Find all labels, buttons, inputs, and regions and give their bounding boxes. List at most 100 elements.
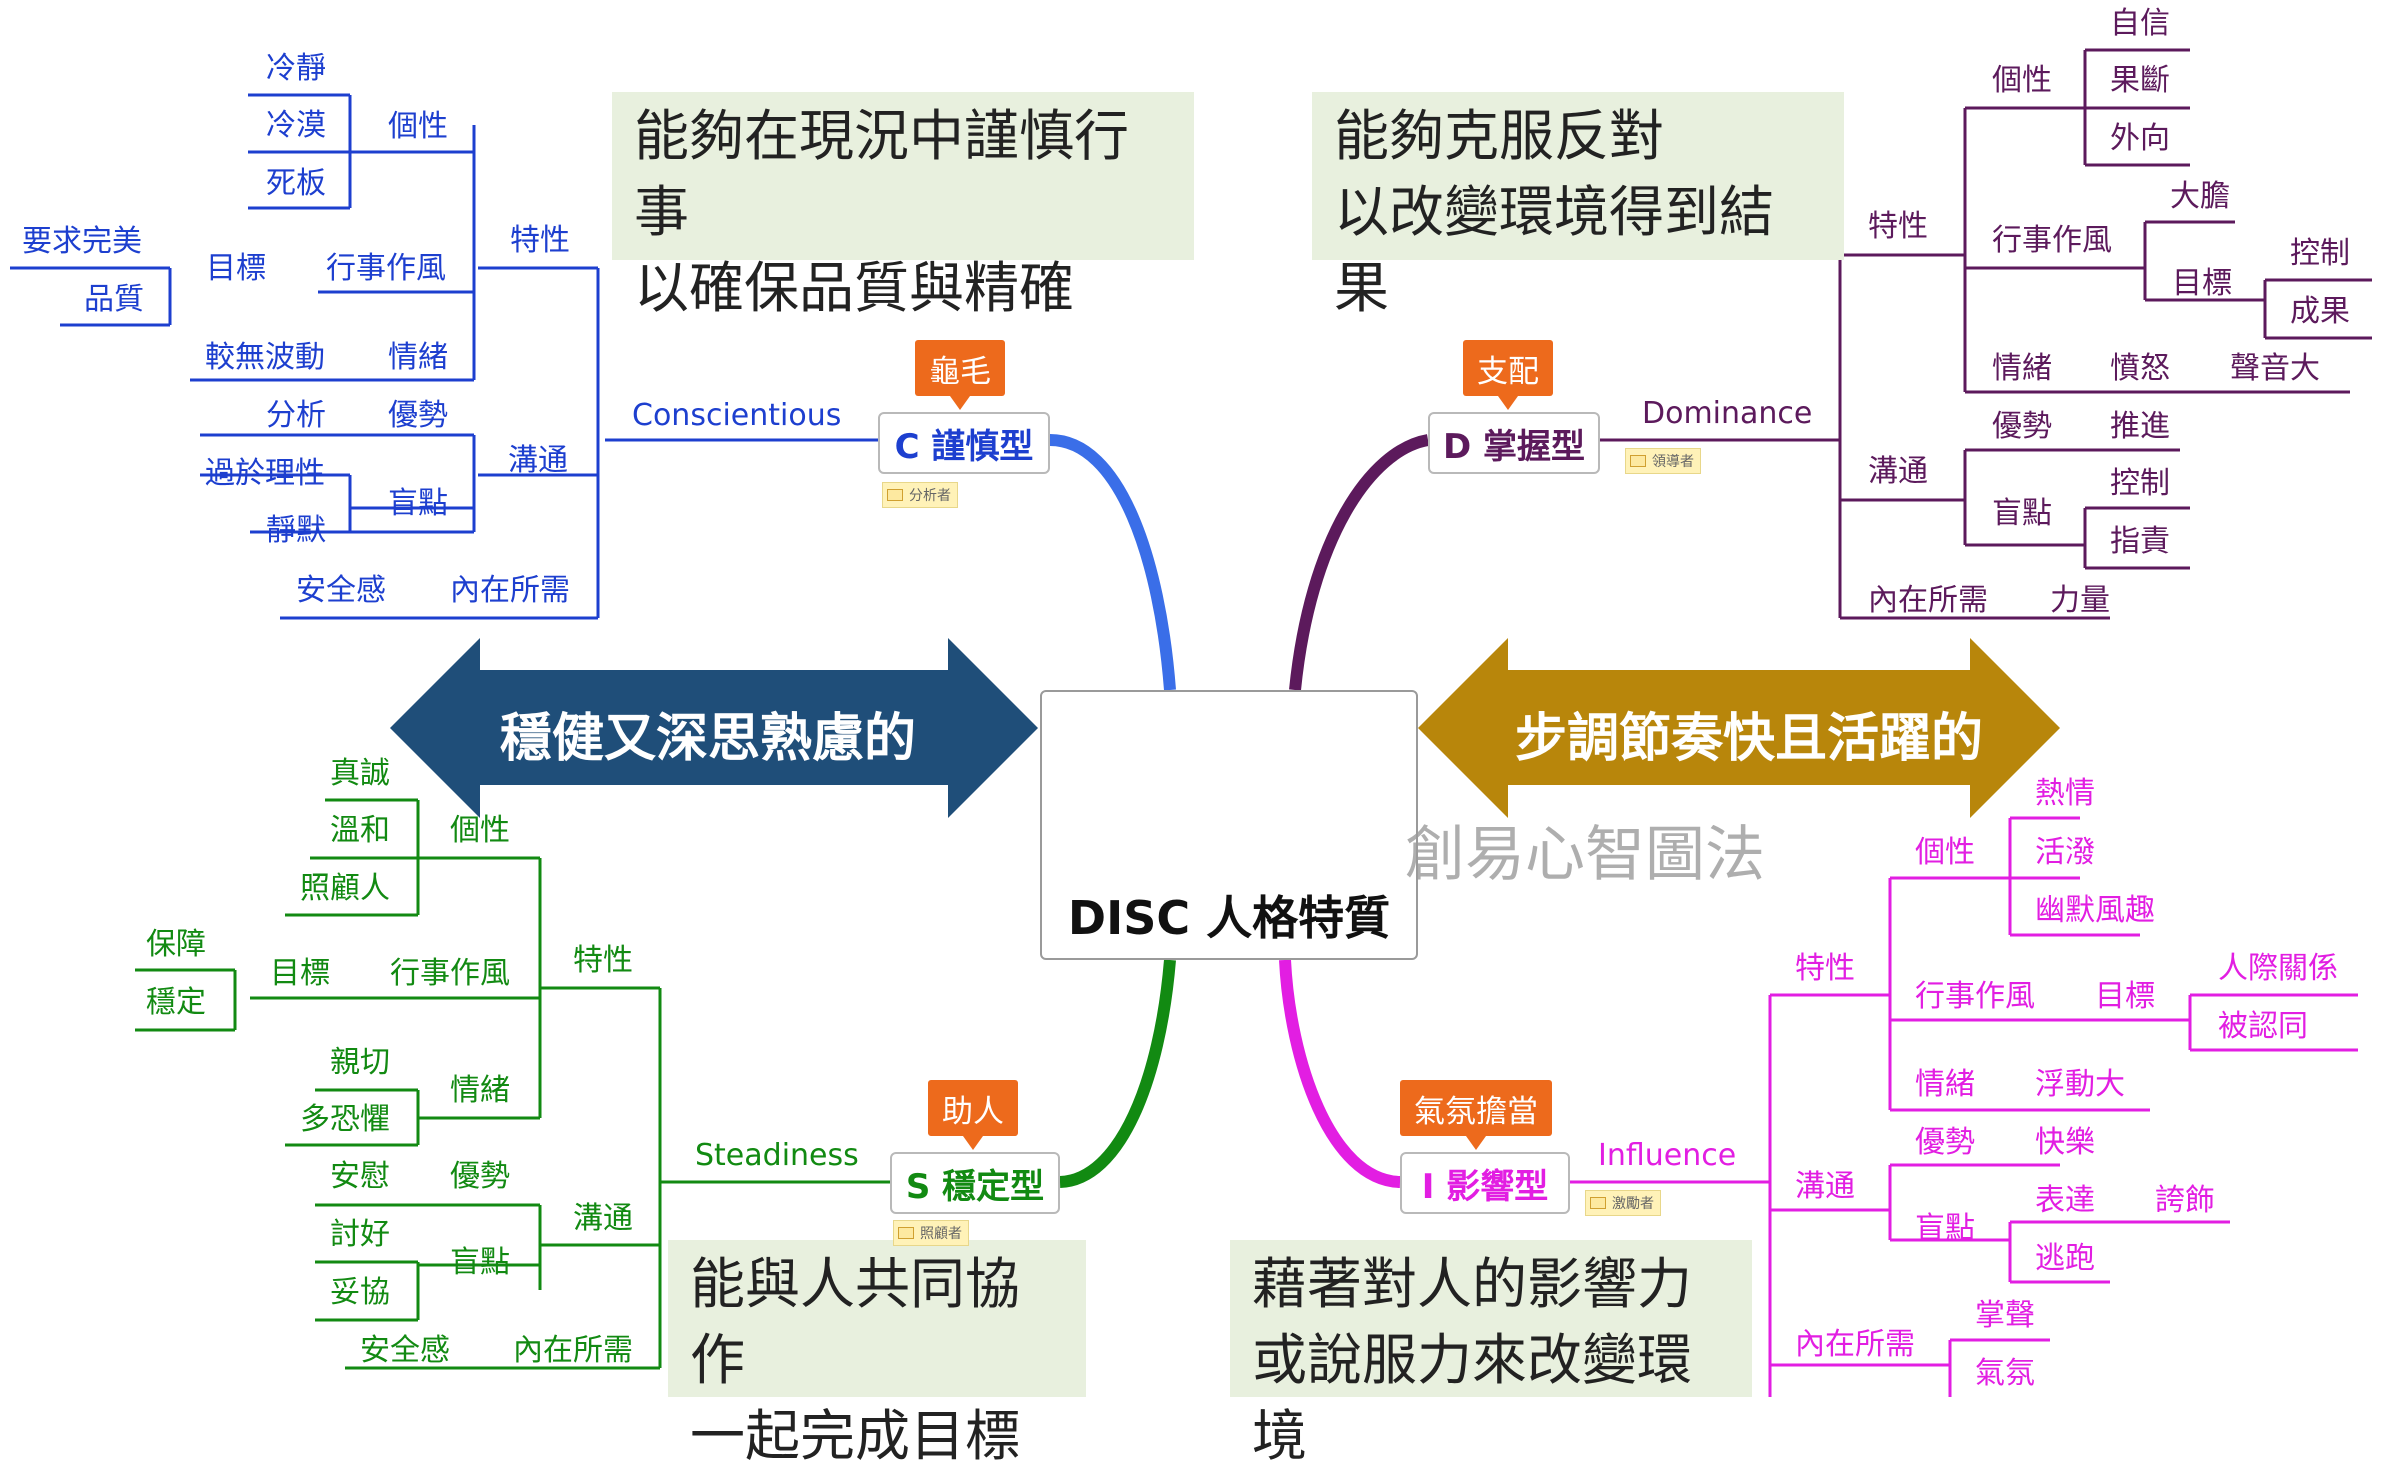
label-d-g1[interactable]: 控制 (2290, 236, 2350, 271)
node-i-type[interactable]: I 影響型 (1400, 1152, 1570, 1214)
label-i-emotion[interactable]: 情緒 (1915, 1067, 1975, 1102)
label-i-goal[interactable]: 目標 (2095, 979, 2155, 1014)
label-s-emotion[interactable]: 情緒 (450, 1073, 510, 1108)
label-d-need[interactable]: 內在所需 (1868, 583, 1988, 618)
label-c-emotion-value[interactable]: 較無波動 (205, 340, 325, 375)
note-line: 以改變環境得到結果 (1334, 180, 1775, 320)
label-c-need[interactable]: 內在所需 (450, 573, 570, 608)
label-c-p3[interactable]: 死板 (266, 166, 326, 201)
label-d-p3[interactable]: 外向 (2110, 121, 2170, 156)
label-s-need[interactable]: 內在所需 (513, 1333, 633, 1368)
label-i-b1[interactable]: 表達 (2035, 1183, 2095, 1218)
label-d-strength-value[interactable]: 推進 (2110, 409, 2170, 444)
node-d-type[interactable]: D 掌握型 (1428, 412, 1600, 474)
label-i-n1[interactable]: 掌聲 (1975, 1298, 2035, 1333)
branch-d-curve (1289, 434, 1430, 691)
label-s-p1[interactable]: 真誠 (330, 756, 390, 791)
label-c-personality[interactable]: 個性 (388, 109, 448, 144)
arrow-left-label: 穩健又深思熟慮的 (500, 709, 917, 769)
branch-i-curve (1279, 959, 1401, 1188)
label-i-p1[interactable]: 熱情 (2035, 776, 2095, 811)
label-d-emotion[interactable]: 情緒 (1992, 351, 2052, 386)
callout-s: 助人 (928, 1080, 1018, 1150)
label-c-comm[interactable]: 溝通 (508, 443, 568, 478)
label-c-traits[interactable]: 特性 (510, 223, 570, 258)
label-i-emotion-value[interactable]: 浮動大 (2035, 1067, 2125, 1102)
label-d-style[interactable]: 行事作風 (1992, 223, 2112, 258)
label-d-emotion-value[interactable]: 憤怒 (2110, 351, 2170, 386)
label-c-b1[interactable]: 過於理性 (205, 456, 325, 491)
label-d-p1[interactable]: 自信 (2110, 6, 2170, 41)
label-s-need-value[interactable]: 安全感 (360, 1333, 450, 1368)
label-s-strength[interactable]: 優勢 (450, 1159, 510, 1194)
label-c-goal[interactable]: 目標 (206, 251, 266, 286)
label-c-emotion[interactable]: 情緒 (388, 340, 448, 375)
label-c-g1[interactable]: 要求完美 (22, 224, 142, 259)
label-i-need[interactable]: 內在所需 (1795, 1327, 1915, 1362)
label-i-b2[interactable]: 逃跑 (2035, 1241, 2095, 1276)
label-i-blind[interactable]: 盲點 (1915, 1211, 1975, 1246)
label-d-style-value[interactable]: 大膽 (2170, 179, 2230, 214)
label-c-style[interactable]: 行事作風 (326, 251, 446, 286)
label-d-b2[interactable]: 指責 (2110, 524, 2170, 559)
label-c-english[interactable]: Conscientious (632, 398, 842, 433)
label-s-e2[interactable]: 多恐懼 (300, 1102, 390, 1137)
label-i-n2[interactable]: 氣氛 (1975, 1356, 2035, 1391)
label-s-b1[interactable]: 討好 (330, 1217, 390, 1252)
label-d-comm[interactable]: 溝通 (1868, 454, 1928, 489)
label-s-personality[interactable]: 個性 (450, 813, 510, 848)
label-c-strength-value[interactable]: 分析 (266, 398, 326, 433)
label-i-g1[interactable]: 人際關係 (2218, 951, 2338, 986)
label-d-b1[interactable]: 控制 (2110, 466, 2170, 501)
label-s-p2[interactable]: 溫和 (330, 813, 390, 848)
label-i-b1-value[interactable]: 誇飾 (2155, 1183, 2215, 1218)
node-s-type[interactable]: S 穩定型 (890, 1152, 1060, 1214)
label-s-strength-value[interactable]: 安慰 (330, 1159, 390, 1194)
label-i-traits[interactable]: 特性 (1795, 951, 1855, 986)
central-topic[interactable]: DISC 人格特質 (1040, 690, 1418, 960)
label-s-style[interactable]: 行事作風 (390, 956, 510, 991)
label-s-english[interactable]: Steadiness (695, 1138, 859, 1173)
label-d-emotion-value2[interactable]: 聲音大 (2230, 351, 2320, 386)
note-icon (898, 1227, 914, 1239)
label-i-comm[interactable]: 溝通 (1795, 1169, 1855, 1204)
label-s-comm[interactable]: 溝通 (573, 1201, 633, 1236)
tag-d: 領導者 (1625, 448, 1701, 474)
label-d-english[interactable]: Dominance (1642, 396, 1813, 431)
label-s-g2[interactable]: 穩定 (146, 985, 206, 1020)
label-i-p3[interactable]: 幽默風趣 (2035, 893, 2155, 928)
label-d-g2[interactable]: 成果 (2290, 294, 2350, 329)
label-s-blind[interactable]: 盲點 (450, 1245, 510, 1280)
label-c-strength[interactable]: 優勢 (388, 398, 448, 433)
label-s-b2[interactable]: 妥協 (330, 1275, 390, 1310)
label-d-need-value[interactable]: 力量 (2050, 583, 2110, 618)
node-c-type[interactable]: C 謹慎型 (878, 412, 1050, 474)
label-d-goal[interactable]: 目標 (2172, 266, 2232, 301)
label-c-g2[interactable]: 品質 (84, 282, 144, 317)
label-c-p1[interactable]: 冷靜 (266, 51, 326, 86)
label-c-need-value[interactable]: 安全感 (296, 573, 386, 608)
label-s-e1[interactable]: 親切 (330, 1045, 390, 1080)
label-c-blind[interactable]: 盲點 (388, 486, 448, 521)
label-i-p2[interactable]: 活潑 (2035, 835, 2095, 870)
label-i-personality[interactable]: 個性 (1915, 835, 1975, 870)
label-i-g2[interactable]: 被認同 (2218, 1009, 2308, 1044)
note-icon (1630, 455, 1646, 467)
label-i-strength-value[interactable]: 快樂 (2035, 1125, 2095, 1160)
label-d-p2[interactable]: 果斷 (2110, 63, 2170, 98)
label-i-style[interactable]: 行事作風 (1915, 979, 2035, 1014)
note-bottom-right: 藉著對人的影響力 或說服力來改變環境 (1230, 1240, 1752, 1468)
label-d-strength[interactable]: 優勢 (1992, 409, 2052, 444)
label-d-traits[interactable]: 特性 (1868, 209, 1928, 244)
label-s-traits[interactable]: 特性 (573, 943, 633, 978)
label-i-english[interactable]: Influence (1598, 1138, 1737, 1173)
label-d-blind[interactable]: 盲點 (1992, 496, 2052, 531)
label-s-p3[interactable]: 照顧人 (300, 871, 390, 906)
label-i-strength[interactable]: 優勢 (1915, 1125, 1975, 1160)
label-c-b2[interactable]: 靜默 (266, 513, 326, 548)
label-s-goal[interactable]: 目標 (270, 956, 330, 991)
label-c-p2[interactable]: 冷漠 (266, 108, 326, 143)
label-s-g1[interactable]: 保障 (146, 927, 206, 962)
note-icon (1590, 1197, 1606, 1209)
label-d-personality[interactable]: 個性 (1992, 63, 2052, 98)
